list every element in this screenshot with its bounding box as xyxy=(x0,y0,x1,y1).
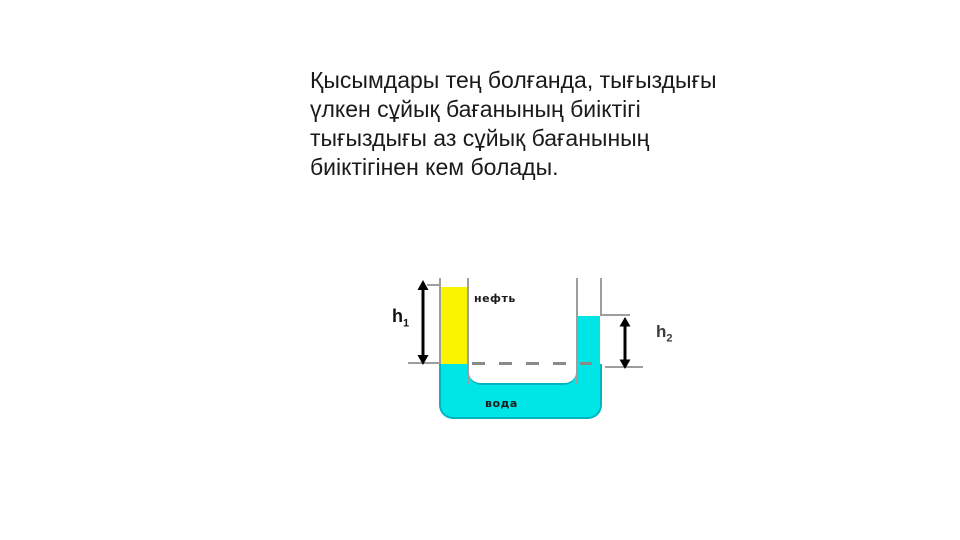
water-level-right-tick xyxy=(602,314,630,316)
text-line: тығыздығы аз сұйық бағанының xyxy=(310,125,650,151)
left-tube-outer-wall xyxy=(439,278,441,364)
utube-diagram: h1 h2 нефть вода xyxy=(388,262,718,440)
right-tube-inner-wall xyxy=(576,278,578,384)
water-right-column xyxy=(578,316,600,366)
h1-label: h1 xyxy=(392,306,410,330)
h2-label: h2 xyxy=(656,322,673,345)
slide-text-block: Қысымдары тең болғанда, тығыздығы үлкен … xyxy=(310,66,810,182)
oil-top-tick xyxy=(427,284,440,286)
left-tube-inner-wall xyxy=(467,278,469,384)
oil-column xyxy=(441,287,467,364)
level-dashed-line xyxy=(472,362,592,365)
text-line: биіктігінен кем болады. xyxy=(310,154,559,180)
right-tube-outer-wall xyxy=(600,278,602,316)
oil-label: нефть xyxy=(474,292,516,305)
water-label: вода xyxy=(485,397,518,410)
text-line: Қысымдары тең болғанда, тығыздығы xyxy=(310,67,717,93)
inner-gap xyxy=(469,262,576,385)
text-line: үлкен сұйық бағанының биіктігі xyxy=(310,96,641,122)
h1-arrow-icon xyxy=(417,280,429,365)
h2-arrow-icon xyxy=(619,317,631,369)
